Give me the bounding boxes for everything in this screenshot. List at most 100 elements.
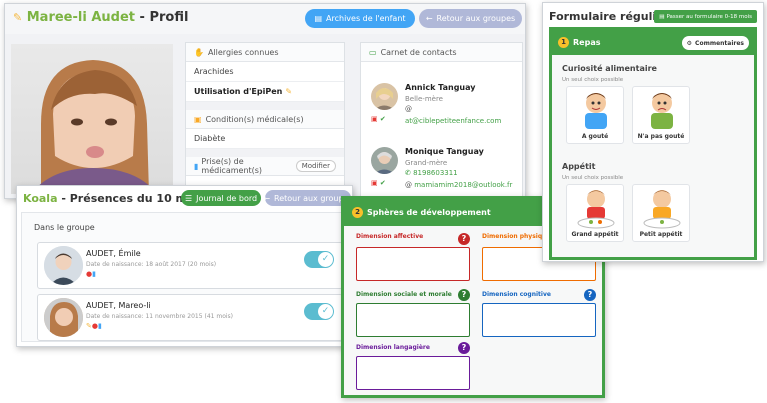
- contact-name: Monique Tanguay: [405, 147, 484, 156]
- child-photo: [11, 44, 173, 194]
- contact-email[interactable]: at@ciblepetiteenfance.com: [405, 117, 502, 125]
- conditions-title: Condition(s) médicale(s): [205, 114, 304, 124]
- switch-form-button[interactable]: ▤Passer au formulaire 0-18 mois: [654, 10, 757, 23]
- dimension-cognitive-field[interactable]: [482, 303, 596, 337]
- pill-icon: ▮: [194, 161, 199, 171]
- spheres-title: Sphères de développement: [367, 208, 491, 217]
- contact-flags: ▣ ✔: [371, 115, 386, 123]
- presence-toggle[interactable]: ✓: [304, 251, 334, 268]
- allergy-item-label: Utilisation d'EpiPen: [194, 87, 283, 96]
- pencil-icon: ✎: [13, 11, 23, 24]
- dimension-langagiere-field[interactable]: [356, 356, 470, 390]
- child-birth: Date de naissance: 11 novembre 2015 (41 …: [86, 313, 234, 320]
- phone-label: 8198603311: [413, 169, 458, 177]
- meal-header: 1 Repas ⚙Commentaires: [552, 30, 754, 55]
- contact-item[interactable]: ▣ ✔ Monique Tanguay Grand-mère ✆ 8198603…: [361, 135, 522, 195]
- email-label: mamiamim2018@outlook.fr: [414, 181, 513, 189]
- medical-icon: ▣: [194, 114, 202, 124]
- at-icon: @: [405, 181, 415, 189]
- help-icon[interactable]: ?: [458, 289, 470, 301]
- section-number: 1: [558, 37, 569, 48]
- allergy-item: Arachides: [186, 62, 344, 82]
- child-name: Maree-li Audet: [26, 10, 135, 25]
- contacts-column: ▭Carnet de contacts ▣ ✔ Annick Tanguay B…: [360, 42, 523, 198]
- option-card[interactable]: Grand appétit: [566, 184, 624, 242]
- contacts-header: ▭Carnet de contacts: [361, 43, 522, 62]
- dimension-affective-field[interactable]: [356, 247, 470, 281]
- allergies-header: ✋Allergies connues: [186, 43, 344, 62]
- meal-title: Repas: [573, 38, 601, 47]
- option-label: N'a pas gouté: [637, 133, 685, 140]
- allergy-item: Utilisation d'EpiPen ✎: [186, 82, 344, 102]
- boy-eating-icon: [585, 93, 607, 129]
- hand-icon: ✋: [194, 47, 204, 57]
- option-label: Petit appétit: [639, 231, 683, 238]
- medication-title: Prise(s) de médicament(s): [201, 157, 263, 175]
- child-birth: Date de naissance: 18 août 2017 (20 mois…: [86, 261, 217, 268]
- question-hint: Un seul choix possible: [562, 77, 624, 83]
- group-name: Koala: [23, 192, 58, 205]
- conditions-header: ▣Condition(s) médicale(s): [186, 110, 344, 129]
- contact-relation: Belle-mère: [405, 95, 443, 103]
- archives-button[interactable]: ▤Archives de l'enfant: [305, 9, 415, 28]
- option-label: A gouté: [581, 133, 609, 140]
- contact-relation: Grand-mère: [405, 159, 448, 167]
- contact-name: Annick Tanguay: [405, 83, 476, 92]
- question-title: Appétit: [562, 162, 596, 171]
- question-title: Curiosité alimentaire: [562, 64, 657, 73]
- contact-phone[interactable]: ✆ 8198603311: [405, 169, 458, 177]
- document-icon: ▤: [659, 13, 665, 20]
- back-to-groups-button[interactable]: ←Retour aux groupes: [419, 9, 522, 28]
- title-suffix: - Profil: [135, 10, 189, 25]
- child-row[interactable]: AUDET, Mareo-li Date de naissance: 11 no…: [37, 294, 343, 341]
- avatar: [371, 83, 398, 110]
- help-icon[interactable]: ?: [458, 342, 470, 354]
- avatar: [44, 298, 83, 337]
- dimension-sociale-field[interactable]: [356, 303, 470, 337]
- contact-phone: @: [405, 105, 412, 113]
- gear-icon: ⚙: [686, 39, 693, 47]
- option-card[interactable]: A gouté: [566, 86, 624, 144]
- archive-icon: ▤: [314, 14, 323, 23]
- comments-button[interactable]: ⚙Commentaires: [681, 36, 749, 50]
- profile-header: ✎ Maree-li Audet - Profil ▤Archives de l…: [5, 4, 525, 34]
- dimension-cognitive-label: Dimension cognitive: [482, 291, 551, 298]
- option-card[interactable]: Petit appétit: [632, 184, 690, 242]
- list-icon: ☰: [184, 193, 193, 203]
- presence-toggle[interactable]: ✓: [304, 303, 334, 320]
- contact-email[interactable]: @ mamiamim2018@outlook.fr: [405, 181, 512, 189]
- switch-form-label: Passer au formulaire 0-18 mois: [666, 13, 752, 20]
- big-appetite-icon: [577, 190, 615, 229]
- help-icon[interactable]: ?: [458, 233, 470, 245]
- option-label: Grand appétit: [571, 231, 619, 238]
- form-panel: Formulaire régulier ▤Passer au formulair…: [542, 2, 764, 262]
- option-card[interactable]: N'a pas gouté: [632, 86, 690, 144]
- presences-panel: Koala - Présences du 10 mai 2019 ☰Journa…: [16, 185, 353, 347]
- allergies-title: Allergies connues: [207, 47, 279, 57]
- arrow-left-icon: ←: [263, 193, 271, 203]
- comments-label: Commentaires: [695, 39, 744, 47]
- archives-label: Archives de l'enfant: [326, 14, 406, 23]
- section-number: 2: [352, 207, 363, 218]
- child-row[interactable]: AUDET, Émile Date de naissance: 18 août …: [37, 242, 343, 289]
- contact-card-icon: ▭: [369, 47, 377, 57]
- back-to-groups-button[interactable]: ←Retour aux groupes: [263, 190, 353, 206]
- contact-flags: ▣ ✔: [371, 179, 386, 187]
- medical-column: ✋Allergies connues Arachides Utilisation…: [185, 42, 345, 198]
- help-icon[interactable]: ?: [584, 289, 596, 301]
- modify-button[interactable]: Modifier: [295, 160, 336, 172]
- dimension-physique-label: Dimension physique: [482, 233, 551, 240]
- medication-header: ▮Prise(s) de médicament(s) Modifier: [186, 157, 344, 176]
- child-flags: ✎●▮: [86, 322, 102, 330]
- child-name: AUDET, Émile: [86, 249, 141, 258]
- section-title: Dans le groupe: [34, 223, 95, 232]
- journal-label: Journal de bord: [196, 193, 258, 203]
- back-label: Retour aux groupes: [436, 14, 516, 23]
- boy-refusing-icon: [651, 93, 673, 129]
- profile-panel: ✎ Maree-li Audet - Profil ▤Archives de l…: [4, 3, 526, 199]
- contact-item[interactable]: ▣ ✔ Annick Tanguay Belle-mère @ at@cible…: [361, 71, 522, 131]
- form-title: Formulaire régulier: [549, 10, 670, 23]
- journal-button[interactable]: ☰Journal de bord: [181, 190, 261, 206]
- dimension-sociale-label: Dimension sociale et morale: [356, 291, 452, 298]
- meal-section: 1 Repas ⚙Commentaires Curiosité alimentai…: [549, 27, 757, 260]
